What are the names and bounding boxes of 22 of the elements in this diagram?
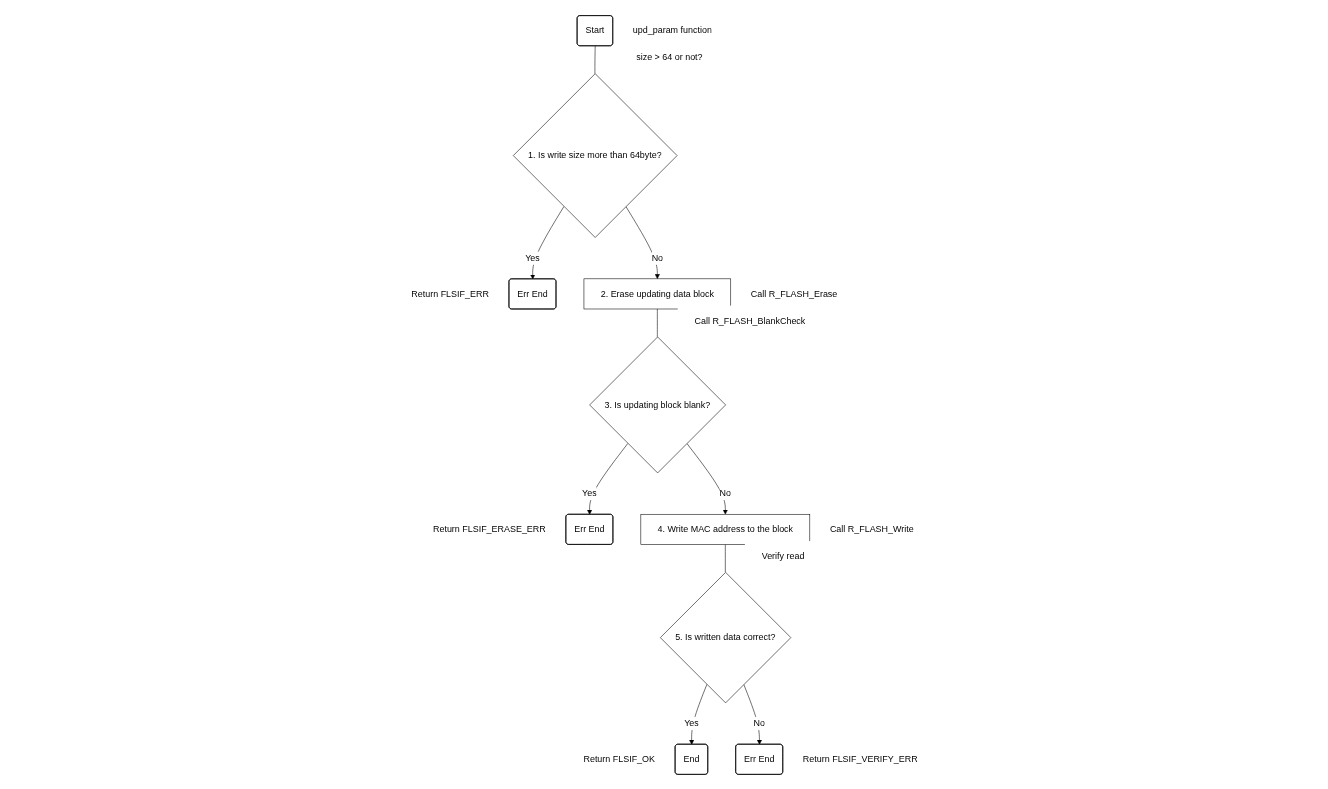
node-label: Return FLSIF_VERIFY_ERR	[802, 753, 918, 764]
edge-label: Yes	[581, 488, 597, 498]
node-label: size > 64 or not?	[635, 51, 703, 62]
edge-label: No	[651, 252, 663, 263]
edge-label: No	[719, 488, 731, 498]
node-diamond: 3. Is updating block blank?	[588, 336, 726, 473]
node-label: Verify read	[761, 550, 804, 561]
node-diamond: 1. Is write size more than 64byte?	[512, 72, 677, 238]
node-diamond: 5. Is written data correct?	[659, 571, 791, 703]
node-box: 2. Erase updating data block	[583, 278, 731, 309]
node-label: Call R_FLASH_BlankCheck	[694, 315, 805, 325]
node-label: Return FLSIF_ERR	[410, 288, 489, 298]
node-label: Return FLSIF_OK	[582, 753, 655, 764]
edge-label: Yes	[683, 718, 699, 728]
connector	[594, 45, 595, 74]
node-label: upd_param function	[632, 25, 712, 35]
node-label: Return FLSIF_ERASE_ERR	[432, 523, 546, 534]
edge-label: Yes	[524, 252, 540, 263]
node-box: 4. Write MAC address to the block	[640, 513, 810, 545]
node-label: Call R_FLASH_Write	[829, 523, 914, 534]
node-label: Call R_FLASH_Erase	[750, 288, 837, 298]
edge-label: No	[753, 718, 765, 728]
